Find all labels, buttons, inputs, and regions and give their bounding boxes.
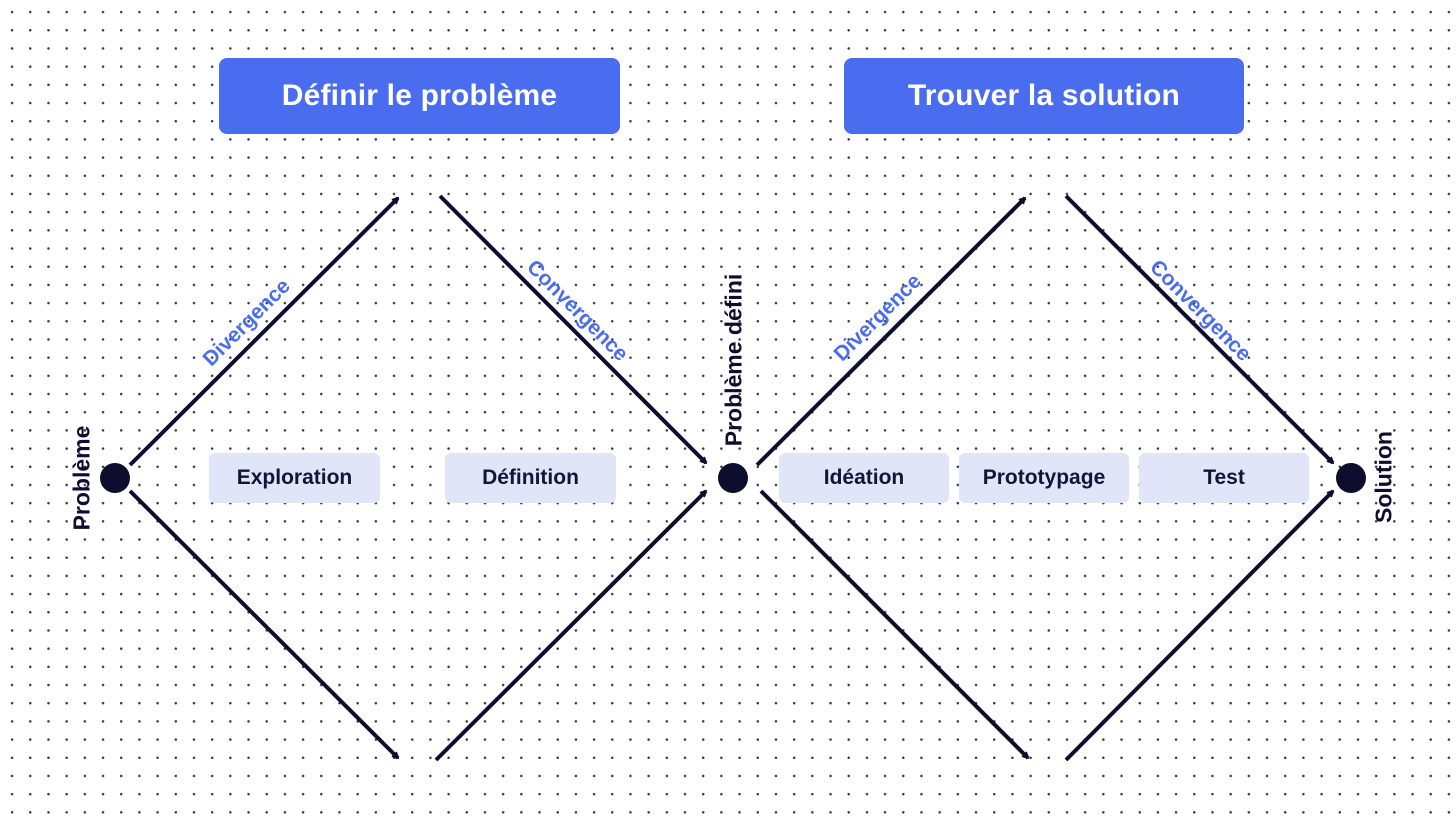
- label-defined-problem: Problème défini: [720, 273, 747, 447]
- node-defined-problem: [718, 463, 748, 493]
- phase-header-find-solution: Trouver la solution: [844, 58, 1244, 134]
- step-prototyping: Prototypage: [959, 453, 1129, 503]
- label-problem: Problème: [68, 425, 95, 531]
- arrow-convergence-down-2: [1064, 194, 1335, 465]
- arrow-divergence-down-2: [759, 489, 1030, 760]
- node-solution: [1336, 463, 1366, 493]
- step-ideation: Idéation: [779, 453, 949, 503]
- arrow-divergence-up-1: [128, 196, 400, 467]
- arrow-convergence-down-1: [438, 194, 708, 465]
- arrow-convergence-up-2: [1064, 489, 1335, 762]
- arrow-divergence-up-2: [755, 196, 1027, 467]
- label-solution: Solution: [1370, 431, 1397, 523]
- phase-header-define-problem: Définir le problème: [219, 58, 620, 134]
- step-exploration: Exploration: [209, 453, 380, 503]
- node-problem: [100, 463, 130, 493]
- arrow-convergence-up-1: [434, 489, 708, 762]
- step-test: Test: [1139, 453, 1309, 503]
- step-definition: Définition: [445, 453, 616, 503]
- arrow-divergence-down-1: [128, 489, 400, 760]
